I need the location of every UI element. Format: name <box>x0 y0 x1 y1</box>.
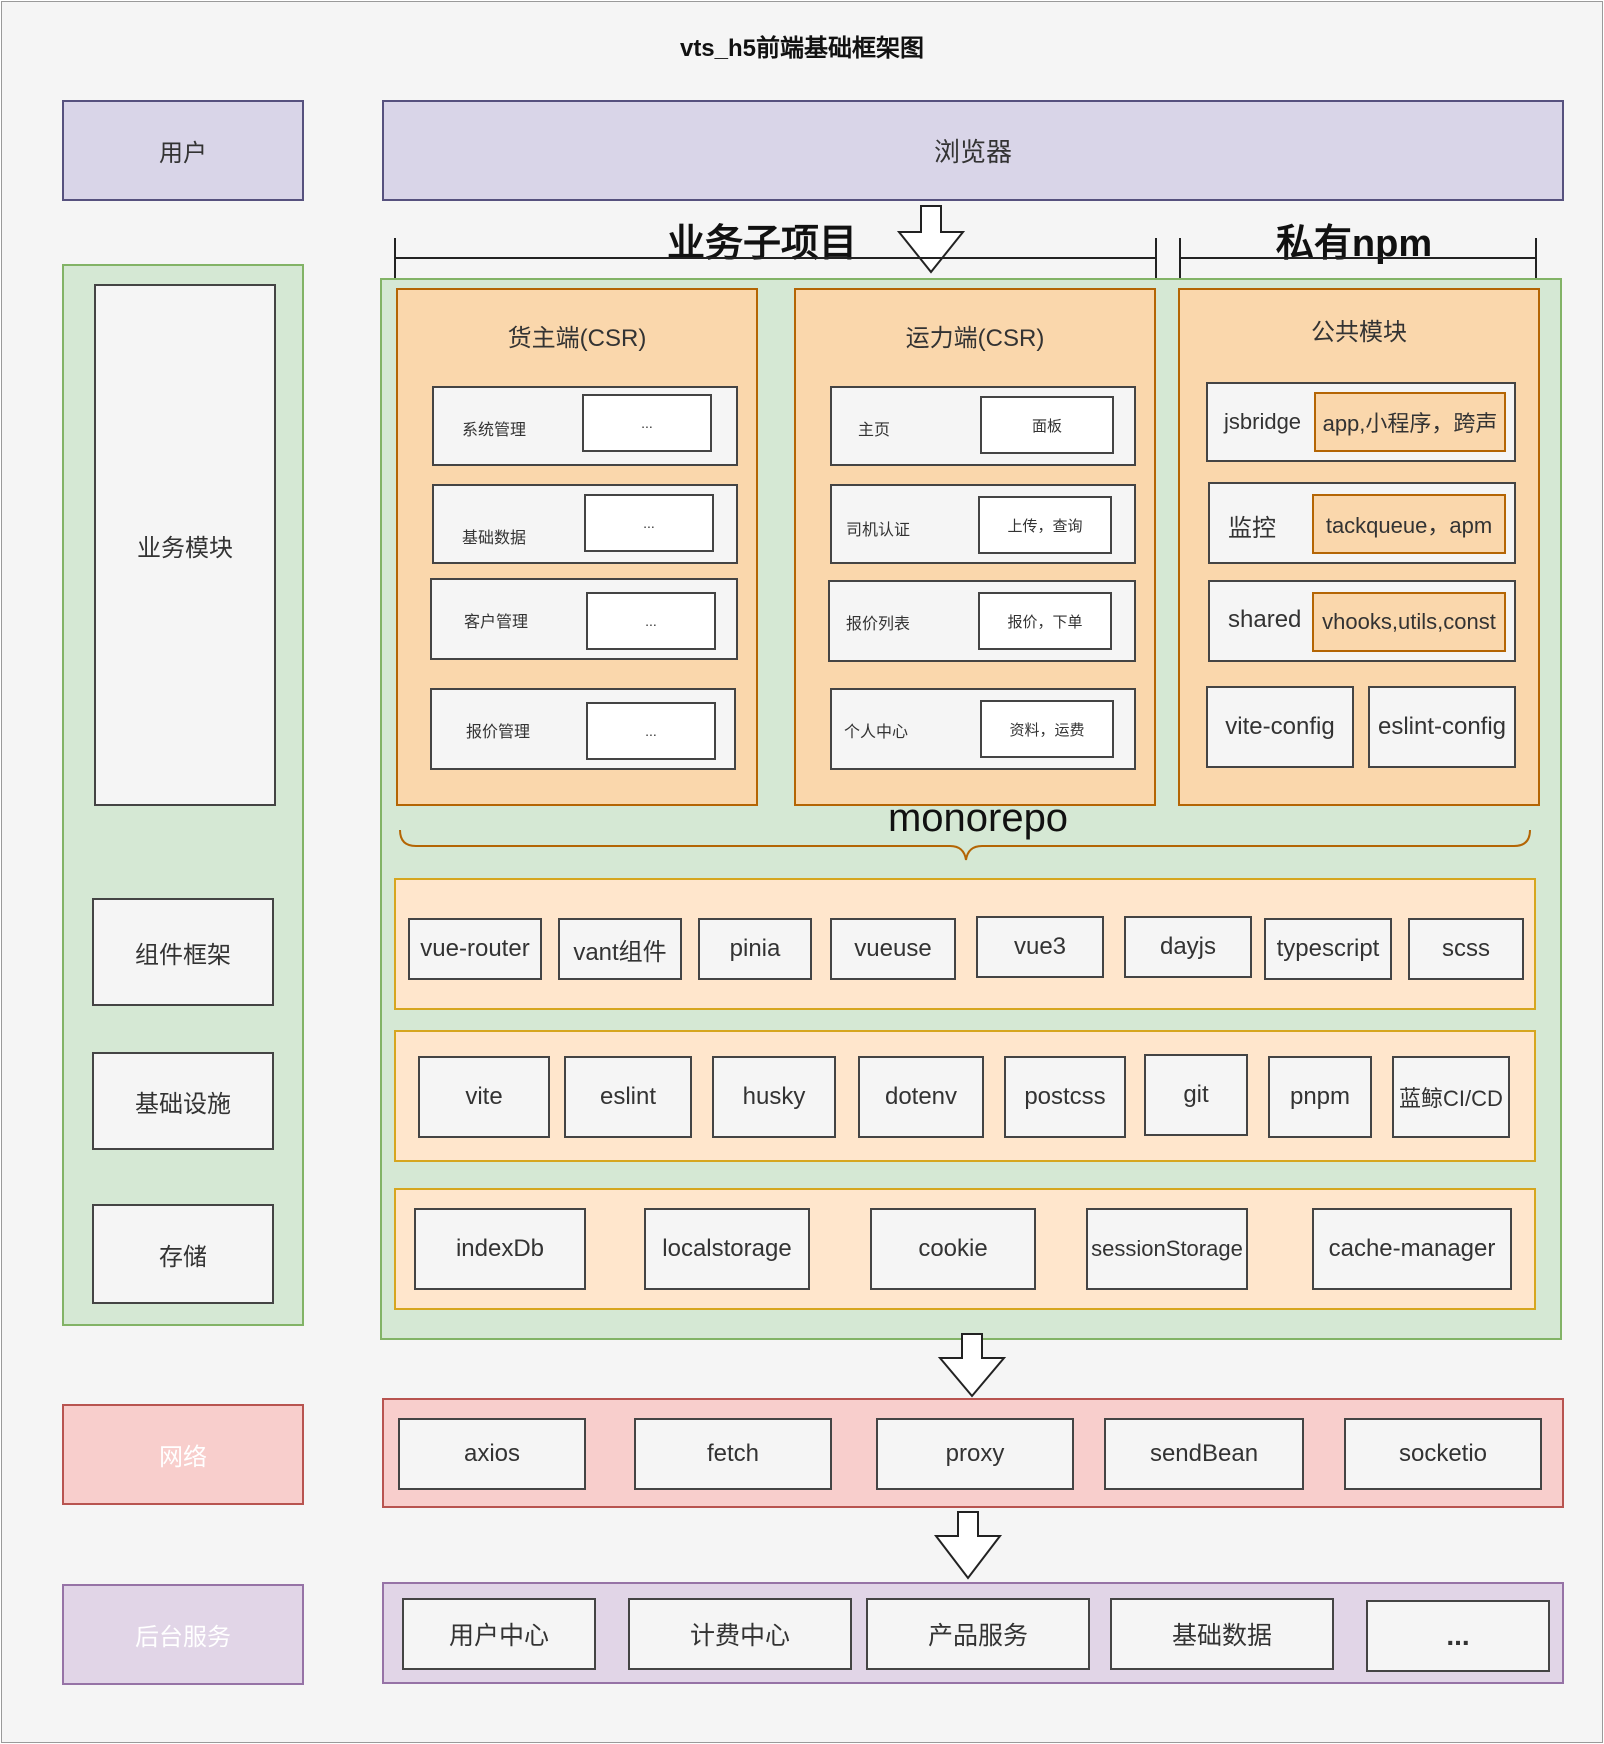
vite-config-box: vite-config <box>1206 686 1354 768</box>
storage-item: indexDb <box>414 1208 586 1290</box>
shipper-row-label: 系统管理 <box>462 422 527 439</box>
storage-item: localstorage <box>644 1208 810 1290</box>
shipper-row-label: 客户管理 <box>464 614 529 631</box>
infrastructure-box: 基础设施 <box>92 1052 274 1150</box>
common-row-value: vhooks,utils,const <box>1312 592 1506 652</box>
monorepo-brace <box>399 829 1531 861</box>
private-npm-bracket <box>1179 238 1537 278</box>
infra-item: dotenv <box>858 1056 984 1138</box>
common-row-label: 监控 <box>1228 515 1276 542</box>
infra-item: vite <box>418 1056 550 1138</box>
infra-item: postcss <box>1004 1056 1126 1138</box>
infra-item: pnpm <box>1268 1056 1372 1138</box>
diagram-title: vts_h5前端基础框架图 <box>679 35 925 62</box>
storage-item: sessionStorage <box>1086 1208 1248 1290</box>
component-item: vant组件 <box>558 918 682 980</box>
down-arrow-icon <box>937 1333 1007 1398</box>
storage-item: cookie <box>870 1208 1036 1290</box>
eslint-config-box: eslint-config <box>1368 686 1516 768</box>
business-projects-bracket <box>394 238 1157 278</box>
component-item: vue-router <box>408 918 542 980</box>
carrier-row-label: 司机认证 <box>846 522 911 539</box>
network-item: proxy <box>876 1418 1074 1490</box>
network-box: 网络 <box>62 1404 304 1505</box>
backend-item: 计费中心 <box>628 1598 852 1670</box>
infra-item: eslint <box>564 1056 692 1138</box>
component-item: dayjs <box>1124 916 1252 978</box>
shipper-title: 货主端(CSR) <box>507 325 647 352</box>
carrier-row-value: 面板 <box>980 396 1114 454</box>
backend-box: 后台服务 <box>62 1584 304 1685</box>
backend-item: 基础数据 <box>1110 1598 1334 1670</box>
network-item: axios <box>398 1418 586 1490</box>
shipper-row-label: 报价管理 <box>466 724 531 741</box>
backend-item: 用户中心 <box>402 1598 596 1670</box>
network-item: socketio <box>1344 1418 1542 1490</box>
carrier-row-value: 上传，查询 <box>978 496 1112 554</box>
monorepo-label: monorepo <box>887 796 1069 840</box>
component-item: scss <box>1408 918 1524 980</box>
backend-item-more: ... <box>1366 1600 1550 1672</box>
common-row-label: jsbridge <box>1224 409 1302 434</box>
shipper-row-value: ... <box>586 592 716 650</box>
storage-box: 存储 <box>92 1204 274 1304</box>
common-module-title: 公共模块 <box>1311 319 1407 346</box>
carrier-row-label: 主页 <box>858 422 891 439</box>
carrier-row-value: 资料，运费 <box>980 700 1114 758</box>
infra-item: git <box>1144 1054 1248 1136</box>
down-arrow-icon <box>896 205 966 274</box>
network-item: sendBean <box>1104 1418 1304 1490</box>
component-framework-box: 组件框架 <box>92 898 274 1006</box>
common-row-value: app,小程序，跨声 <box>1314 392 1506 452</box>
component-item: typescript <box>1264 918 1392 980</box>
carrier-row-value: 报价，下单 <box>978 592 1112 650</box>
shipper-row-label: 基础数据 <box>462 530 527 547</box>
infra-item: husky <box>712 1056 836 1138</box>
common-row-value: tackqueue，apm <box>1312 494 1506 554</box>
network-item: fetch <box>634 1418 832 1490</box>
carrier-title: 运力端(CSR) <box>905 325 1045 352</box>
shipper-row-value: ... <box>584 494 714 552</box>
component-item: pinia <box>698 918 812 980</box>
carrier-row-label: 报价列表 <box>846 616 911 633</box>
infra-item: 蓝鲸CI/CD <box>1392 1056 1510 1138</box>
shipper-row-value: ... <box>582 394 712 452</box>
user-box: 用户 <box>62 100 304 201</box>
down-arrow-icon <box>933 1511 1003 1580</box>
storage-item: cache-manager <box>1312 1208 1512 1290</box>
shipper-row-value: ... <box>586 702 716 760</box>
common-row-label: shared <box>1228 606 1302 633</box>
component-item: vue3 <box>976 916 1104 978</box>
backend-item: 产品服务 <box>866 1598 1090 1670</box>
browser-box: 浏览器 <box>382 100 1564 201</box>
component-item: vueuse <box>830 918 956 980</box>
carrier-row-label: 个人中心 <box>844 724 909 741</box>
business-module-box: 业务模块 <box>94 284 276 806</box>
